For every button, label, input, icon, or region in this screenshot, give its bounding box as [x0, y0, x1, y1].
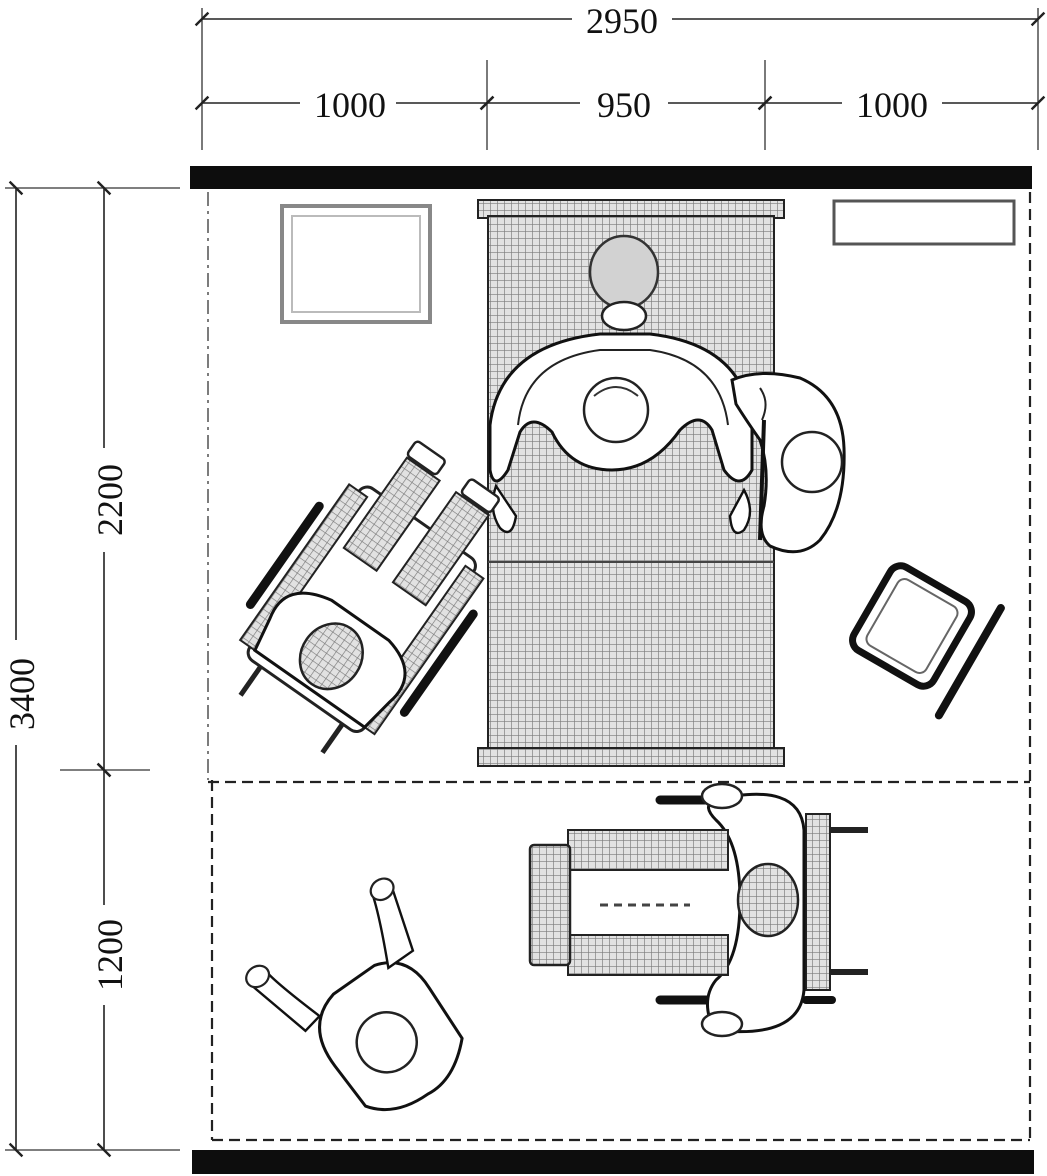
caregiver-right-icon: [730, 371, 846, 554]
upper-height-label: 2200: [90, 464, 130, 536]
patient-on-bed-icon: [488, 234, 754, 535]
top-dimensions: 2950 1000 950 1000: [194, 1, 1046, 150]
wheelchair-bottom-icon: [528, 782, 868, 1038]
side-table-icon: [832, 199, 1016, 246]
total-width-label: 2950: [586, 1, 658, 41]
cabinet-icon: [280, 204, 432, 324]
right-width-label: 1000: [856, 85, 928, 125]
caregiver-standing-icon: [245, 877, 464, 1112]
top-wall: [190, 166, 1032, 189]
left-width-label: 1000: [314, 85, 386, 125]
bottom-wall: [192, 1150, 1034, 1174]
chair-icon: [849, 562, 1005, 720]
wheelchair-left-icon: [238, 440, 500, 755]
lower-height-label: 1200: [90, 919, 130, 991]
total-height-label: 3400: [2, 658, 42, 730]
room-boundary: [207, 192, 1032, 1142]
middle-width-label: 950: [597, 85, 651, 125]
left-dimensions: 3400 2200 1200: [2, 180, 180, 1158]
